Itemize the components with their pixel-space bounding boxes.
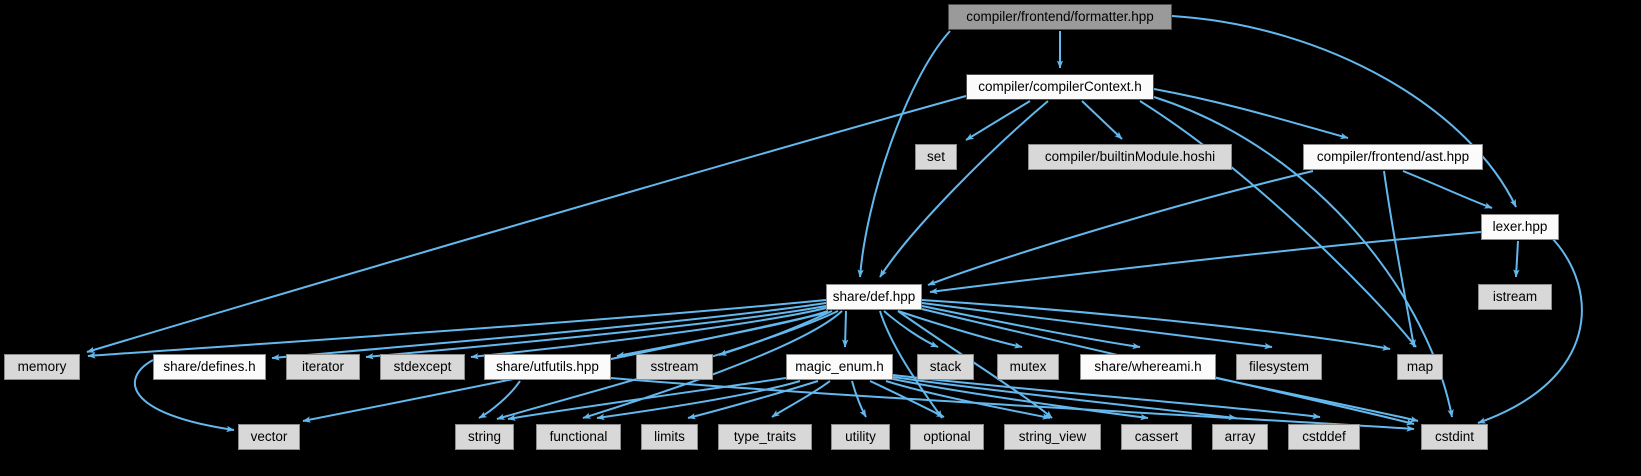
edge-compilerctx-ast <box>1153 88 1349 140</box>
edge-magicenum-limits <box>687 380 819 420</box>
node-map[interactable]: map <box>1397 354 1443 380</box>
node-share-def-hpp[interactable]: share/def.hpp <box>826 284 922 310</box>
node-compiler-builtinmodule-hoshi[interactable]: compiler/builtinModule.hoshi <box>1028 144 1232 170</box>
edge-compilerctx-builtinmodule <box>1081 100 1123 140</box>
node-sstream[interactable]: sstream <box>636 354 713 380</box>
edge-ast-ulexer <box>1402 170 1493 209</box>
node-compiler-frontend-formatter-hpp[interactable]: compiler/frontend/formatter.hpp <box>948 4 1172 30</box>
edge-utfutils-string <box>478 380 521 419</box>
edge-ast-map <box>1383 170 1416 348</box>
node-compiler-compilercontext-h[interactable]: compiler/compilerContext.h <box>966 74 1154 100</box>
edge-def-defines <box>271 302 827 361</box>
edge-magicenum-typetraits <box>771 380 831 418</box>
node-set[interactable]: set <box>915 144 957 170</box>
edge-def-functional <box>582 310 843 419</box>
node-stack[interactable]: stack <box>917 354 974 380</box>
node-limits[interactable]: limits <box>641 424 698 450</box>
node-memory[interactable]: memory <box>4 354 80 380</box>
edge-magicenum-cstddef <box>892 374 1321 420</box>
node-cstddef[interactable]: cstddef <box>1288 424 1360 450</box>
edge-def-iterator <box>365 305 827 360</box>
edge-magicenum-optional <box>869 380 945 418</box>
edge-compilerctx-def <box>879 100 1049 278</box>
edge-def-stack <box>883 310 939 348</box>
node-iterator[interactable]: iterator <box>286 354 360 380</box>
edge-def-filesystem <box>921 302 1273 350</box>
node-istream[interactable]: istream <box>1478 284 1552 310</box>
edge-magicenum-stringview <box>885 380 1051 420</box>
node-string-view[interactable]: string_view <box>1004 424 1101 450</box>
edge-formatter-lexer <box>1171 15 1517 208</box>
edge-lexer-cstdint <box>1477 237 1583 424</box>
edge-def-stringview <box>897 310 1053 419</box>
edge-magicenum-utility <box>851 380 867 418</box>
node-vector[interactable]: vector <box>238 424 300 450</box>
node-magic-enum-h[interactable]: magic_enum.h <box>786 354 893 380</box>
edge-def-whereami <box>921 305 1141 350</box>
edge-whereami-cstdint <box>1215 377 1419 423</box>
edge-magicenum-functional <box>596 380 801 421</box>
node-share-whereami-h[interactable]: share/whereami.h <box>1080 354 1216 380</box>
edge-def-map <box>921 299 1391 351</box>
edge-lexer-istream <box>1513 240 1520 278</box>
node-filesystem[interactable]: filesystem <box>1236 354 1322 380</box>
edge-def-stdexcept <box>470 307 827 360</box>
edge-def-utfutils <box>616 310 829 358</box>
edge-formatter-def <box>857 30 951 278</box>
edge-compilerctx-memory <box>86 95 967 353</box>
node-type-traits[interactable]: type_traits <box>718 424 812 450</box>
node-cstdint[interactable]: cstdint <box>1421 424 1488 450</box>
node-utility[interactable]: utility <box>831 424 890 450</box>
edge-def-memory <box>87 299 827 359</box>
node-compiler-frontend-ast-hpp[interactable]: compiler/frontend/ast.hpp <box>1303 144 1483 170</box>
edge-lexer-def <box>929 231 1482 295</box>
node-optional[interactable]: optional <box>910 424 984 450</box>
node-lexer-hpp[interactable]: lexer.hpp <box>1481 214 1559 240</box>
node-share-utfutils-hpp[interactable]: share/utfutils.hpp <box>484 354 611 380</box>
edge-defines-vector <box>133 359 235 433</box>
node-cassert[interactable]: cassert <box>1121 424 1192 450</box>
edge-compilerctx-set <box>965 100 1031 141</box>
edge-magicenum-string <box>507 377 787 421</box>
edge-def-magicenum <box>842 310 849 348</box>
edge-def-mutex <box>897 310 1023 349</box>
node-mutex[interactable]: mutex <box>997 354 1059 380</box>
edge-magicenum-cassert <box>892 378 1149 421</box>
edge-def-optional <box>879 310 943 419</box>
node-string[interactable]: string <box>455 424 514 450</box>
node-array[interactable]: array <box>1212 424 1268 450</box>
edge-magicenum-array <box>892 376 1237 421</box>
node-share-defines-h[interactable]: share/defines.h <box>153 354 266 380</box>
node-stdexcept[interactable]: stdexcept <box>380 354 465 380</box>
edge-ast-def <box>927 170 1314 286</box>
edge-compilerctx-map <box>1139 100 1417 348</box>
node-functional[interactable]: functional <box>536 424 621 450</box>
